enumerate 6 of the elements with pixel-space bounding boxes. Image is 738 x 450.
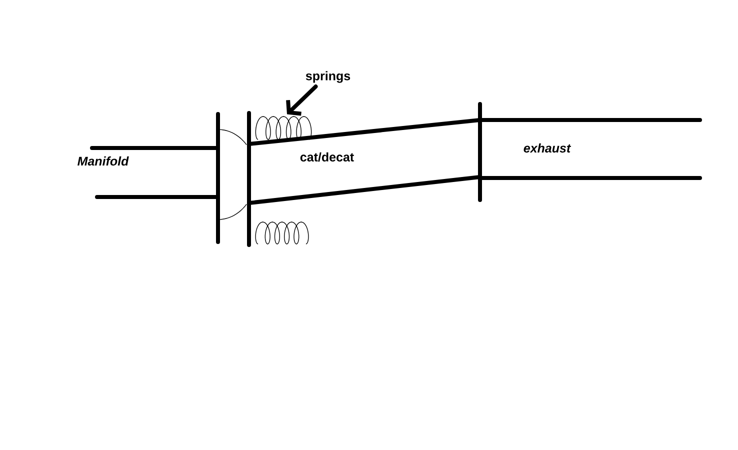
part-label: exhaust (524, 143, 572, 153)
part-label: cat/decat (300, 152, 354, 162)
callout-label: springs (306, 71, 350, 83)
part-label: Manifold (78, 156, 129, 166)
leader-arrow (286, 84, 318, 116)
spring-coil (255, 116, 312, 140)
